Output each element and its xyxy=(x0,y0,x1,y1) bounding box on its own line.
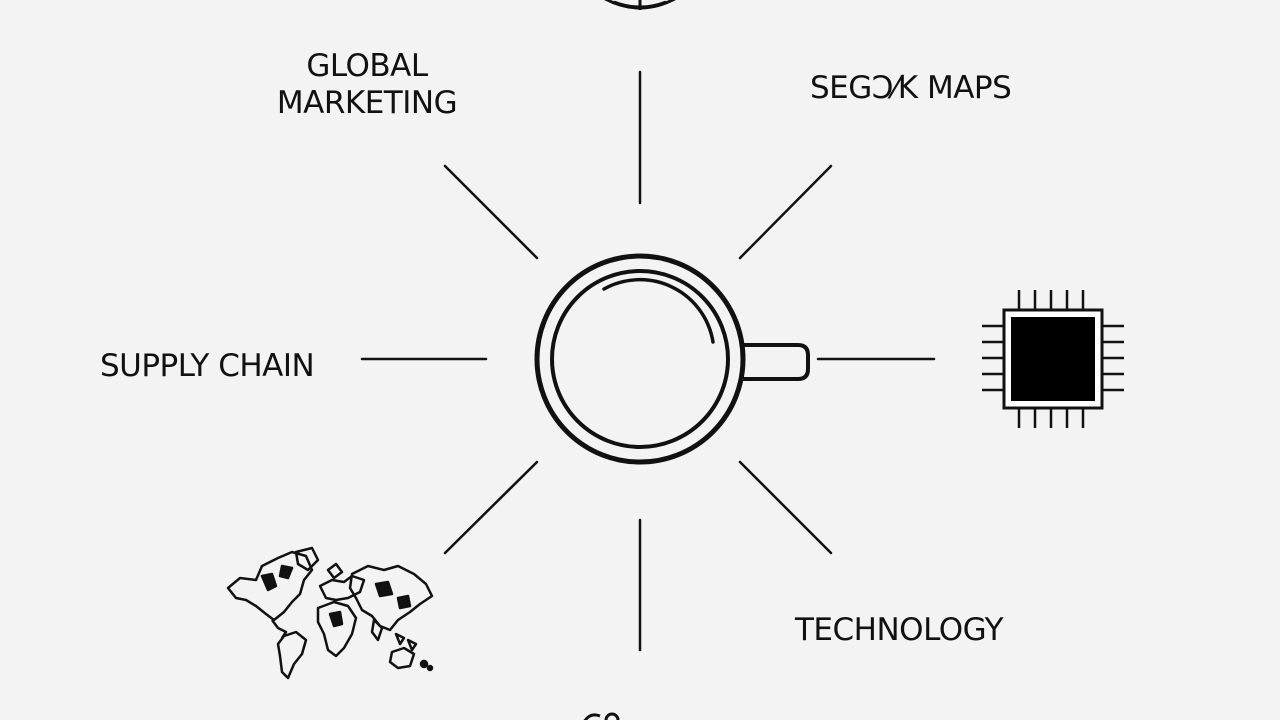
label-global-marketing-line1: GLOBAL xyxy=(306,48,428,84)
spoke-top-right xyxy=(738,164,833,260)
label-technology: TECHNOLOGY xyxy=(795,612,1004,648)
spoke-bottom-right xyxy=(738,460,833,555)
label-segment-maps: SEGƆ⁄K MAPS xyxy=(810,70,1012,106)
label-global-marketing-line2: MARKETING xyxy=(276,85,458,122)
label-global-marketing: GLOBAL MARKETING xyxy=(252,48,482,122)
world-map-icon xyxy=(226,546,434,680)
spoke-bottom-left xyxy=(443,460,539,555)
label-supply-chain: SUPPLY CHAIN xyxy=(100,348,315,384)
partial-bottom-icon xyxy=(583,712,620,720)
microchip-icon xyxy=(982,290,1124,428)
spoke-top-left xyxy=(443,164,539,260)
globe-icon xyxy=(604,0,676,10)
coffee-cup-icon xyxy=(534,253,810,465)
